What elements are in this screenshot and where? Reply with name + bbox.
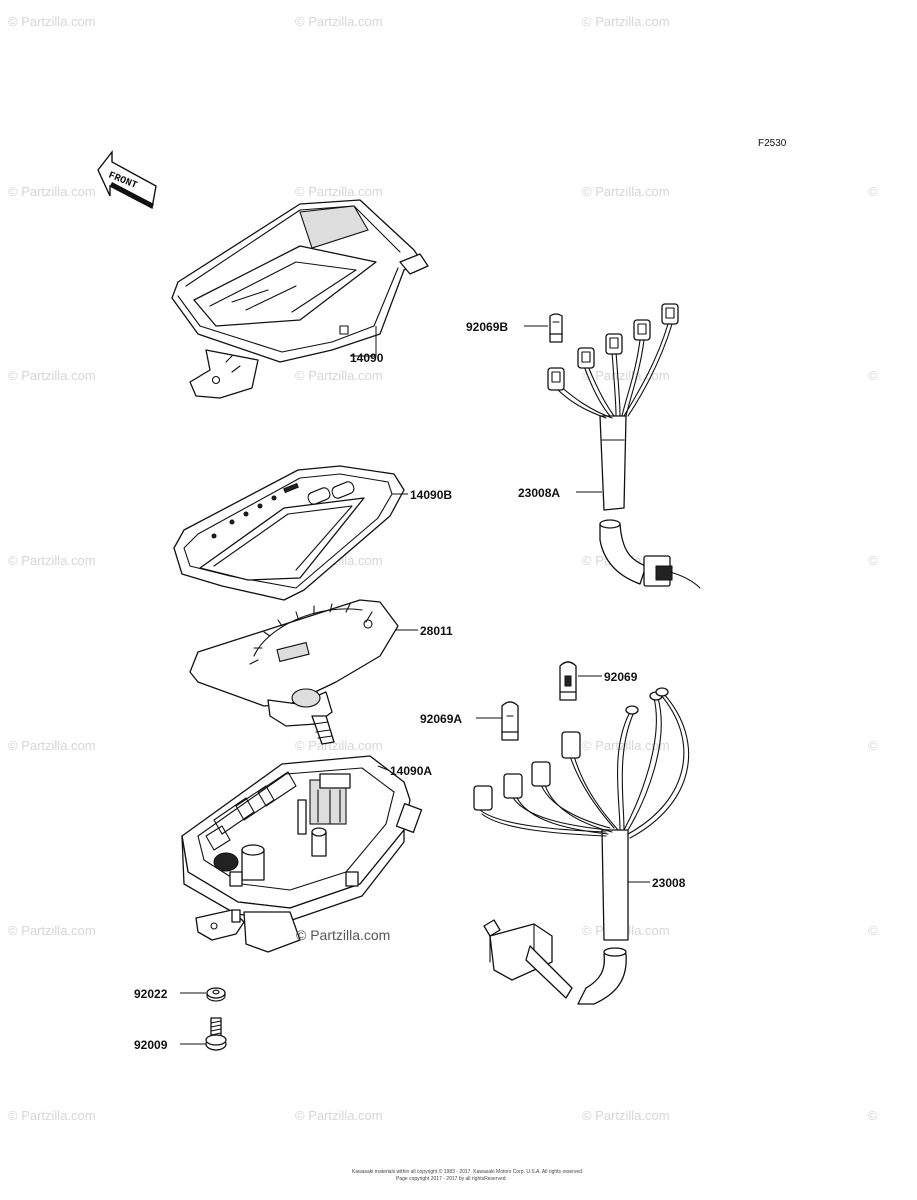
watermark: © Partzilla.com [295,1108,383,1123]
watermark: © Partzilla.com [8,184,96,199]
callout-92022: 92022 [134,987,168,1001]
watermark: © Partzilla.com [582,184,670,199]
watermark: © Partzilla.com [582,738,670,753]
figure-code: F2530 [758,138,787,149]
callout-23008A: 23008A [518,486,560,500]
washer-92022-icon [206,987,226,1002]
watermark: © Partzilla.com [582,1108,670,1123]
watermark: © Partzilla.com [295,184,383,199]
watermark: © Partzilla.com [295,368,383,383]
center-watermark: © Partzilla.com [296,927,390,943]
footer-copyright: Kawasaki materials within all copyright … [352,1168,583,1175]
watermark-grid: © Partzilla.com © Partzilla.com © Partzi… [8,14,878,1123]
watermark: © Partzilla.com [582,14,670,29]
meter-bezel-14090B [173,465,405,601]
callout-92069A: 92069A [420,712,462,726]
bulb-92069B-icon [549,313,563,343]
bulb-92069A-icon [501,701,519,741]
callout-14090: 14090 [350,351,384,365]
watermark: © Partzilla.com [8,14,96,29]
callout-14090B: 14090B [410,488,452,502]
meter-case-lower-14090A [181,755,423,953]
front-arrow-icon: FRONT [97,149,157,210]
watermark: © Partzilla.com [295,14,383,29]
speedometer-28011 [189,599,399,745]
callout-23008: 23008 [652,876,686,890]
callout-28011: 28011 [420,624,453,638]
callout-92009: 92009 [134,1038,168,1052]
bulb-92069-icon [559,661,577,701]
watermark: © Partzilla.com [8,553,96,568]
watermark: © [868,738,878,753]
watermark: © [868,1108,878,1123]
harness-upper-23008A [547,303,701,589]
harness-lower-23008 [473,687,690,1005]
watermark: © [868,184,878,199]
watermark: © Partzilla.com [295,738,383,753]
watermark: © [868,923,878,938]
watermark: © Partzilla.com [8,1108,96,1123]
callout-14090A: 14090A [390,764,432,778]
leader-lines [180,325,650,1045]
watermark: © Partzilla.com [8,923,96,938]
footer-copyright-2: Page copyright 2017 - 2017 by all rights… [396,1176,506,1182]
watermark: © [868,368,878,383]
watermark: © Partzilla.com [8,738,96,753]
watermark: © [868,553,878,568]
screw-92009-icon [205,1017,227,1051]
callout-92069B: 92069B [466,320,508,334]
callout-92069: 92069 [604,670,638,684]
watermark: © Partzilla.com [582,368,670,383]
meter-cover-upper-14090 [171,199,429,399]
watermark: © Partzilla.com [8,368,96,383]
